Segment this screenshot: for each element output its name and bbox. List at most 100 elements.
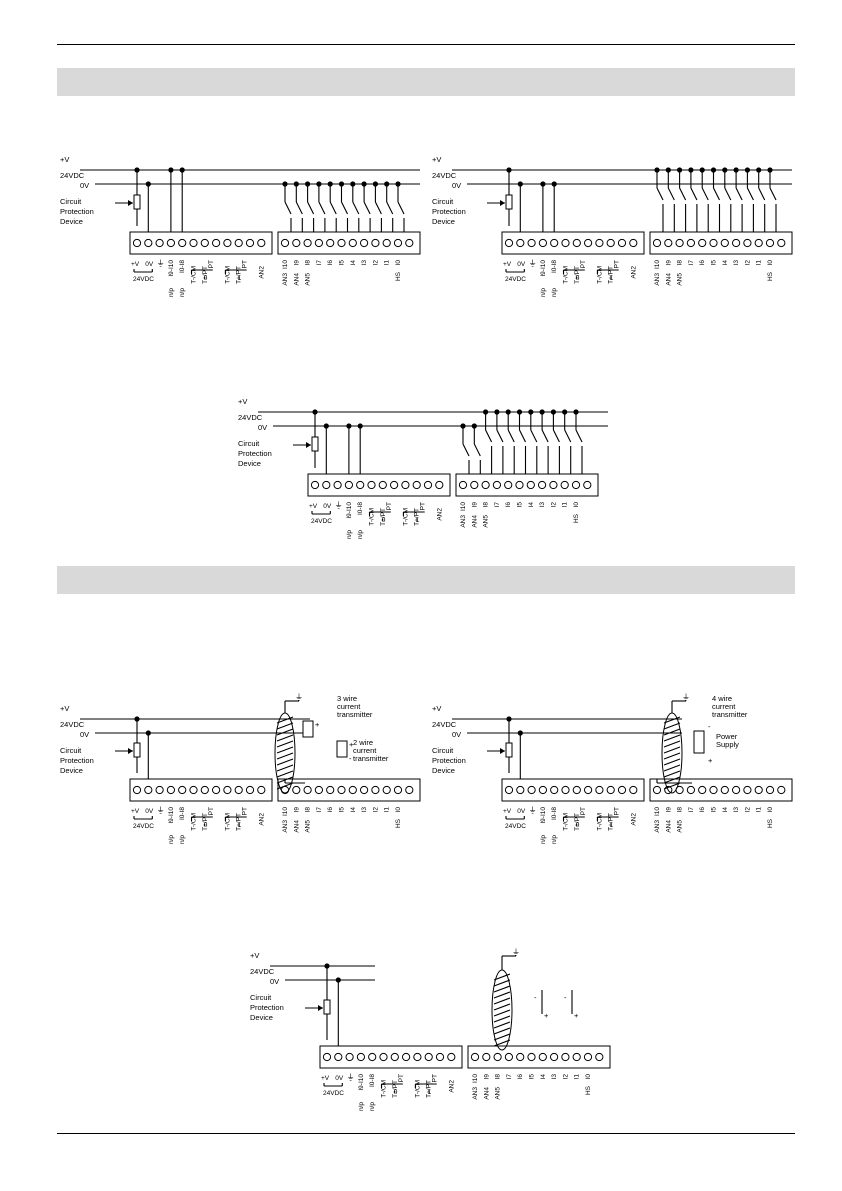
terminal-label: I10 — [282, 260, 289, 269]
terminal-block-left — [501, 778, 645, 802]
transmitter-icon — [336, 740, 348, 758]
terminal-label: PT — [614, 260, 621, 268]
terminal-label: I4 — [350, 807, 357, 813]
terminal-label: I1 — [756, 260, 763, 266]
terminal-group-label: 1 — [610, 822, 614, 829]
terminal-label: n/p — [358, 1102, 365, 1111]
terminal-label: I6 — [505, 502, 512, 508]
terminal-label: I10 — [472, 1074, 479, 1083]
terminal-label: 0V — [145, 261, 154, 268]
ground-icon: ⏚ — [529, 259, 537, 268]
screw-terminal — [481, 480, 490, 490]
terminal-label: AN3 — [460, 515, 467, 528]
terminal-label: I0 — [767, 807, 774, 813]
screw-terminal — [493, 1052, 502, 1062]
screw-terminal — [698, 238, 707, 248]
terminal-group-label: 24VDC — [133, 823, 154, 830]
transmitter-label: current — [712, 702, 736, 711]
screw-terminal — [212, 238, 221, 248]
shield-hatch — [493, 985, 511, 993]
terminal-label: I0-I8 — [179, 260, 186, 273]
screw-terminal — [527, 785, 536, 795]
shield-hatch — [276, 746, 294, 754]
fuse-icon — [133, 742, 141, 758]
terminal-label: AN2 — [436, 508, 443, 521]
switch-contact — [713, 187, 720, 201]
terminal-label: AN5 — [495, 1087, 502, 1100]
junction-dot — [517, 730, 523, 736]
screw-terminal — [390, 1052, 399, 1062]
terminal-label: +V — [309, 503, 318, 510]
zero-v-label: 0V — [258, 423, 267, 432]
screw-terminal — [765, 785, 775, 795]
terminal-label: I8 — [495, 1074, 502, 1080]
screw-terminal — [538, 238, 548, 248]
screw-terminal — [334, 1052, 343, 1062]
terminal-group-label: 1 — [238, 822, 242, 829]
shield-hatch — [663, 746, 681, 754]
protection-label: Device — [60, 766, 83, 775]
switch-contact — [564, 429, 572, 443]
terminal-label: AN2 — [630, 813, 637, 826]
terminal-label: I5 — [711, 260, 718, 266]
screw-terminal — [538, 1052, 547, 1062]
supply-label: 24VDC — [432, 171, 457, 180]
switch-contact — [541, 429, 549, 443]
arrow-head-icon — [318, 1005, 323, 1011]
screw-terminal — [257, 785, 266, 795]
screw-terminal — [337, 238, 346, 248]
screw-terminal — [732, 785, 741, 795]
terminal-label: T+/PT — [414, 508, 421, 526]
terminal-label: I9 — [483, 1074, 490, 1080]
protection-label: Circuit — [432, 197, 454, 206]
terminal-label: I8 — [677, 260, 684, 266]
screw-terminal — [155, 785, 164, 795]
screw-terminal — [686, 785, 695, 795]
terminal-block-right — [277, 231, 421, 255]
section-bar-1 — [57, 68, 795, 96]
shield-hatch — [493, 1003, 511, 1011]
shield-hatch — [493, 973, 511, 981]
junction-dot — [145, 730, 151, 736]
shield-hatch — [663, 776, 681, 784]
terminal-group-label: 0 — [204, 275, 208, 282]
switch-contact — [318, 201, 326, 215]
transmitter-label: 4 wire — [712, 694, 732, 703]
terminal-label: I1 — [756, 807, 763, 813]
terminal-label: I7 — [494, 502, 501, 508]
shield-hatch — [663, 758, 681, 766]
terminal-block-right — [455, 473, 599, 497]
shield-hatch — [493, 1009, 511, 1017]
terminal-label: I1 — [384, 260, 391, 266]
junction-dot — [551, 181, 557, 187]
screw-terminal — [178, 785, 187, 795]
junction-dot — [346, 423, 352, 429]
screw-terminal — [720, 238, 729, 248]
screw-terminal — [371, 785, 380, 795]
screw-terminal — [310, 480, 320, 490]
screw-terminal — [550, 238, 559, 248]
junction-dot — [506, 167, 512, 173]
screw-terminal — [344, 480, 354, 490]
terminal-label: 0V — [517, 808, 526, 815]
screw-terminal — [664, 238, 673, 248]
junction-dot — [517, 181, 523, 187]
terminal-label: I9 — [293, 807, 300, 813]
terminal-label: 0V — [517, 261, 526, 268]
switch-contact — [462, 443, 470, 457]
terminal-label: I2 — [562, 1074, 569, 1080]
terminal-label: I0 — [395, 260, 402, 266]
terminal-label: I5 — [711, 807, 718, 813]
terminal-group-label: 0 — [576, 275, 580, 282]
screw-terminal — [322, 480, 331, 490]
terminal-label: I0-I8 — [551, 807, 558, 820]
shield-hatch — [493, 997, 511, 1005]
terminal-group-label: 24VDC — [505, 276, 526, 283]
terminal-label: I1 — [562, 502, 569, 508]
screw-terminal — [356, 480, 365, 490]
shield-hatch — [276, 716, 294, 724]
terminal-block-right — [649, 231, 793, 255]
screw-terminal — [617, 785, 627, 795]
